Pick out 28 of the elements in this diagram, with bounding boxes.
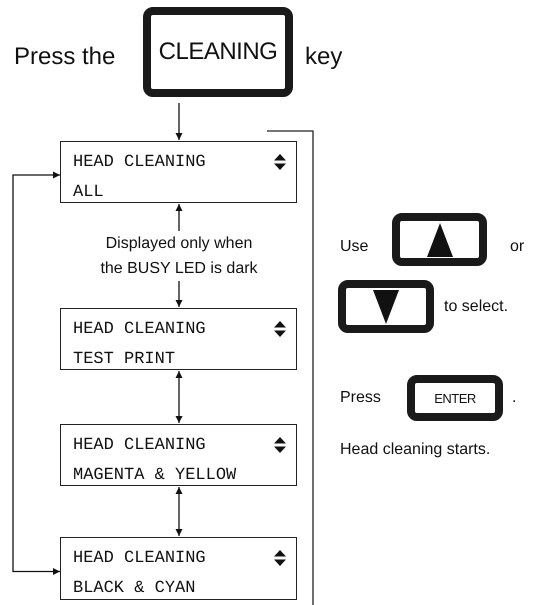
instruction-text: to select. — [444, 297, 508, 317]
arrow — [176, 371, 182, 423]
arrow — [176, 103, 182, 140]
key-button: ENTER — [407, 375, 503, 421]
arrow — [12, 172, 60, 575]
arrow — [176, 487, 182, 536]
punctuation-text: . — [512, 388, 516, 408]
display-text: BLACK & CYAN — [73, 578, 196, 600]
instruction-text: Press the — [14, 43, 116, 71]
instruction-text: Press — [340, 388, 381, 408]
display-screen — [60, 537, 297, 600]
display-text: HEAD CLEANING — [73, 435, 206, 457]
key-button: CLEANING — [143, 7, 293, 97]
display-screen — [60, 141, 297, 203]
display-text: ALL — [73, 182, 104, 204]
key-button — [392, 213, 487, 266]
instruction-text: Head cleaning starts. — [340, 440, 490, 460]
display-text: MAGENTA & YELLOW — [73, 465, 236, 487]
display-text: HEAD CLEANING — [73, 548, 206, 570]
display-screen — [60, 308, 297, 370]
instruction-text: key — [305, 43, 342, 71]
key-button — [338, 280, 434, 333]
display-text: HEAD CLEANING — [73, 152, 206, 174]
display-screen — [60, 424, 297, 486]
instruction-text: or — [510, 237, 524, 257]
instruction-text: Use — [340, 237, 368, 257]
display-text: TEST PRINT — [73, 349, 176, 371]
display-text: HEAD CLEANING — [73, 319, 206, 341]
